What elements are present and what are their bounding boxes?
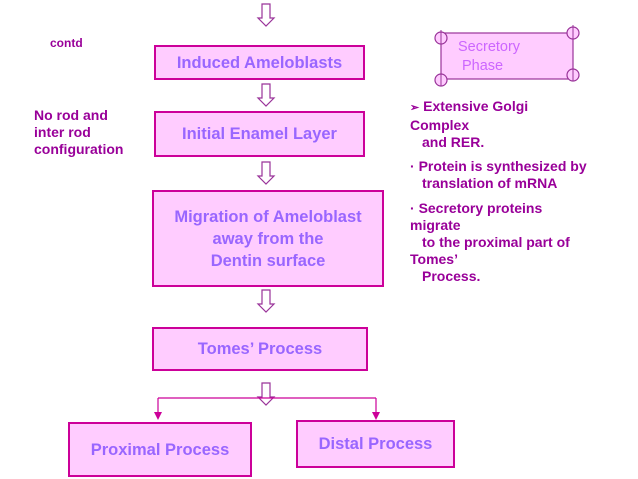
bullet-line: Process. [422,268,481,284]
bullet-line: ➢ Extensive Golgi [410,98,529,114]
side-note-line-2: inter rod [34,124,91,140]
box-distal-process: Distal Process [296,420,455,468]
arrow-initial-to-migration [257,161,275,185]
arrow-induced-to-initial [257,83,275,107]
bullet-line: Tomes’ [410,251,458,267]
side-note-line-3: configuration [34,141,124,157]
arrow-migration-to-tomes [257,289,275,313]
arrow-bullet-icon: ➢ [410,102,420,114]
scroll-shape [434,25,580,87]
migration-line-2: away from the [212,229,324,248]
bullet-item-protein: · Protein is synthesized by translation … [410,158,587,192]
migration-line-1: Migration of Ameloblast [174,207,362,226]
bullet-line: translation of mRNA [422,175,558,191]
bullet-item-golgi: ➢ Extensive Golgi Complex and RER. [410,98,528,151]
box-initial-enamel-layer: Initial Enamel Layer [154,111,365,157]
bullet-line: Complex [410,117,470,133]
branch-arrowhead-right [372,412,380,420]
branch-arrowhead-left [154,412,162,420]
side-note: No rod and inter rod configuration [34,107,123,158]
dot-bullet-icon: · [410,158,415,174]
box-induced-ameloblasts: Induced Ameloblasts [154,45,365,80]
bullet-item-secretory-proteins: · Secretory proteins migrate to the prox… [410,200,570,285]
box-tomes-process: Tomes’ Process [152,327,368,371]
box-proximal-process: Proximal Process [68,422,252,477]
bullet-line: and RER. [422,134,485,150]
bullet-line: to the proximal part of [422,234,570,250]
arrow-top [257,3,275,27]
scroll-line-1: Secretory [458,39,521,55]
bullet-line: · Secretory proteins [410,200,543,216]
scroll-line-2: Phase [462,58,504,74]
contd-label: contd [50,36,83,50]
bullet-line: migrate [410,217,461,233]
secretory-phase-label: Secretory Phase [458,38,520,76]
branch-connector [157,397,377,414]
migration-line-3: Dentin surface [210,251,326,270]
side-note-line-1: No rod and [34,107,108,123]
box-migration-of-ameloblast: Migration of Ameloblast away from the De… [152,190,384,287]
arrow-tomes-to-branch [257,382,275,406]
dot-bullet-icon: · [410,200,415,216]
bullet-line: · Protein is synthesized by [410,158,587,174]
